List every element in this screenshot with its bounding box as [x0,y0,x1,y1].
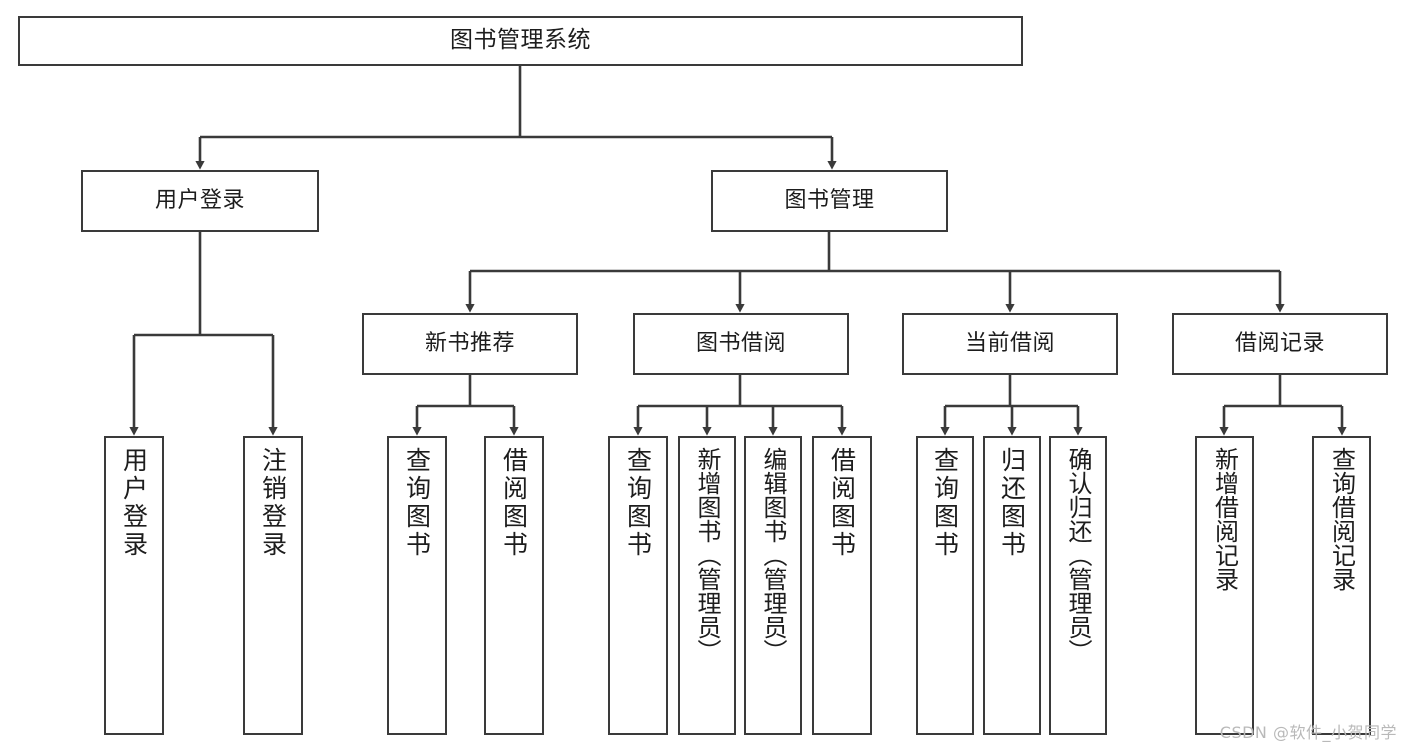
leaf-node[interactable]: 查询借阅记录 [1312,436,1371,735]
node-borrow-record-label: 借阅记录 [1234,331,1325,357]
leaf-node[interactable]: 归还图书 [983,436,1041,735]
leaf-node[interactable]: 注销登录 [243,436,303,735]
node-current-borrow-label: 当前借阅 [964,331,1055,357]
leaf-node[interactable]: 用户登录 [104,436,164,735]
node-book-borrow[interactable]: 图书借阅 [633,313,849,375]
leaf-node-label: 新增借阅记录 [1210,447,1239,591]
leaf-node-label: 归还图书 [997,447,1027,559]
node-current-borrow[interactable]: 当前借阅 [902,313,1118,375]
leaf-node-label: 编辑图书（管理员） [759,447,787,663]
csdn-watermark: CSDN @软件_小贺同学 [1219,723,1397,742]
leaf-node-label: 新增图书（管理员） [693,447,721,663]
node-user-login-label: 用户登录 [154,188,245,214]
leaf-node[interactable]: 查询图书 [916,436,974,735]
leaf-node-label: 注销登录 [258,447,288,559]
leaf-node-label: 借阅图书 [827,447,857,559]
leaf-node[interactable]: 编辑图书（管理员） [744,436,802,735]
node-book-borrow-label: 图书借阅 [695,331,786,357]
node-new-book-recommend[interactable]: 新书推荐 [362,313,578,375]
node-root-label: 图书管理系统 [450,27,591,54]
node-borrow-record[interactable]: 借阅记录 [1172,313,1388,375]
node-book-management-label: 图书管理 [784,188,875,214]
node-book-management[interactable]: 图书管理 [711,170,948,232]
leaf-node[interactable]: 查询图书 [387,436,447,735]
leaf-node-label: 查询借阅记录 [1327,447,1356,591]
node-user-login[interactable]: 用户登录 [81,170,319,232]
leaf-node[interactable]: 借阅图书 [812,436,872,735]
leaf-node[interactable]: 借阅图书 [484,436,544,735]
leaf-node-label: 查询图书 [930,447,960,559]
leaf-node-label: 确认归还（管理员） [1064,447,1092,663]
leaf-node-label: 查询图书 [402,447,432,559]
leaf-node[interactable]: 查询图书 [608,436,668,735]
node-root[interactable]: 图书管理系统 [18,16,1023,66]
leaf-node[interactable]: 新增图书（管理员） [678,436,736,735]
leaf-node[interactable]: 确认归还（管理员） [1049,436,1107,735]
node-new-book-recommend-label: 新书推荐 [424,331,515,357]
leaf-node[interactable]: 新增借阅记录 [1195,436,1254,735]
leaf-node-label: 用户登录 [119,447,149,559]
leaf-node-label: 查询图书 [623,447,653,559]
leaf-node-label: 借阅图书 [499,447,529,559]
